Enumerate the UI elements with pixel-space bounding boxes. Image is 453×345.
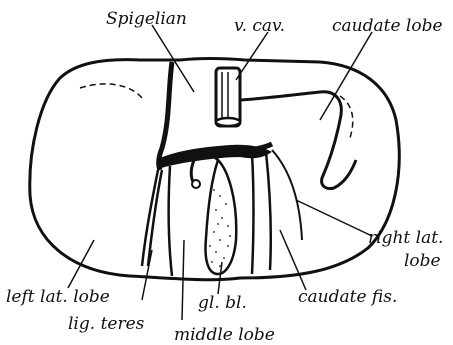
label-caudate-fis: caudate fis. (298, 287, 397, 307)
left-lobe-dash (80, 84, 142, 98)
label-spigelian: Spigelian (106, 9, 187, 29)
label-middle-lobe: middle lobe (174, 325, 275, 345)
label-right-lat: right lat. (368, 228, 443, 248)
middle-lobe-left-edge (169, 166, 172, 276)
label-v-cav: v. cav. (234, 16, 285, 36)
vena-cava-end (216, 118, 240, 126)
label-gl-bl: gl. bl. (198, 293, 247, 313)
spigelian-left-border (159, 62, 172, 170)
caudate-fissure (266, 152, 271, 270)
caudate-lobe-border (240, 92, 356, 189)
duct-end (192, 180, 200, 188)
gall-bladder (206, 160, 237, 274)
middle-lobe-right-edge (252, 154, 254, 274)
label-caudate-lobe: caudate lobe (332, 16, 443, 36)
label-right-lat-lobe: lobe (404, 251, 441, 271)
right-lobe-edge (272, 150, 302, 240)
label-left-lat-lobe: left lat. lobe (6, 287, 110, 307)
label-lig-teres: lig. teres (68, 314, 145, 334)
